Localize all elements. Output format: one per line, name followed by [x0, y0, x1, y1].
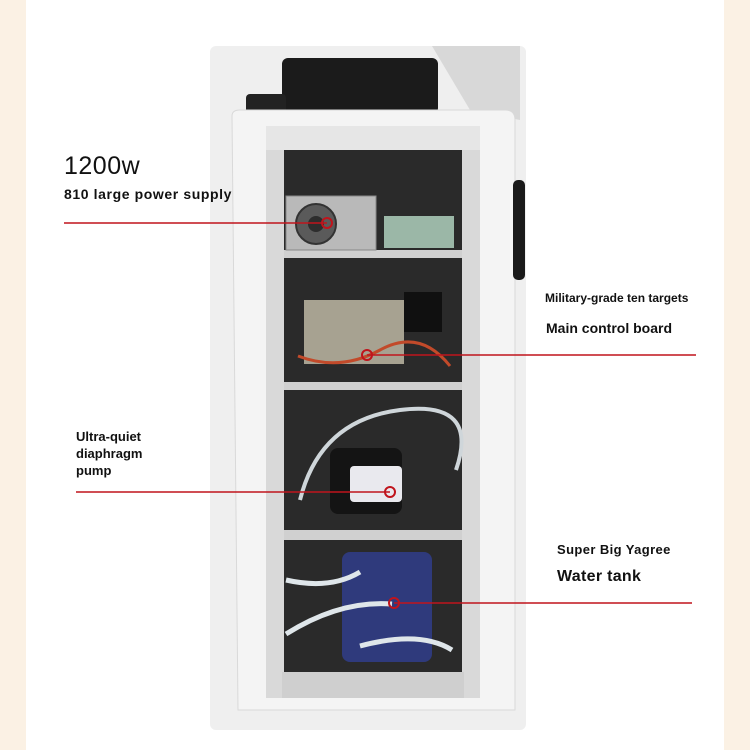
tank-tubing: [284, 569, 454, 653]
shelf-1: [284, 250, 462, 258]
leader-dot-pump: [384, 486, 396, 498]
control-board-label: Main control board: [546, 320, 672, 336]
pump-tubing: [298, 406, 464, 501]
water-tank-prefix: Super Big Yagree: [557, 542, 671, 557]
power-supply-wattage: 1200w: [64, 152, 141, 180]
control-board-block: [404, 292, 442, 332]
control-board-prefix: Military-grade ten targets: [545, 291, 689, 305]
control-board-housing: [304, 300, 404, 364]
power-supply-label: 810 large power supply: [64, 186, 233, 202]
pump-label: Ultra-quiet diaphragm pump: [76, 429, 143, 478]
open-lid: [432, 46, 520, 120]
pump-head: [350, 466, 402, 502]
leader-dot-control-board: [361, 349, 373, 361]
shelf-3: [284, 530, 462, 540]
psu-board: [384, 216, 454, 248]
shelf-2: [284, 382, 462, 390]
water-tank: [342, 552, 432, 662]
base-plate: [282, 672, 464, 698]
water-tank-label: Water tank: [557, 568, 642, 585]
control-wires: [297, 340, 452, 367]
side-handle: [513, 180, 525, 280]
leader-dot-water-tank: [388, 597, 400, 609]
top-frame: [266, 126, 480, 150]
left-rail: [266, 126, 284, 698]
top-fan-housing: [282, 58, 438, 114]
leader-dot-power-supply: [321, 217, 333, 229]
right-rail: [462, 126, 480, 698]
